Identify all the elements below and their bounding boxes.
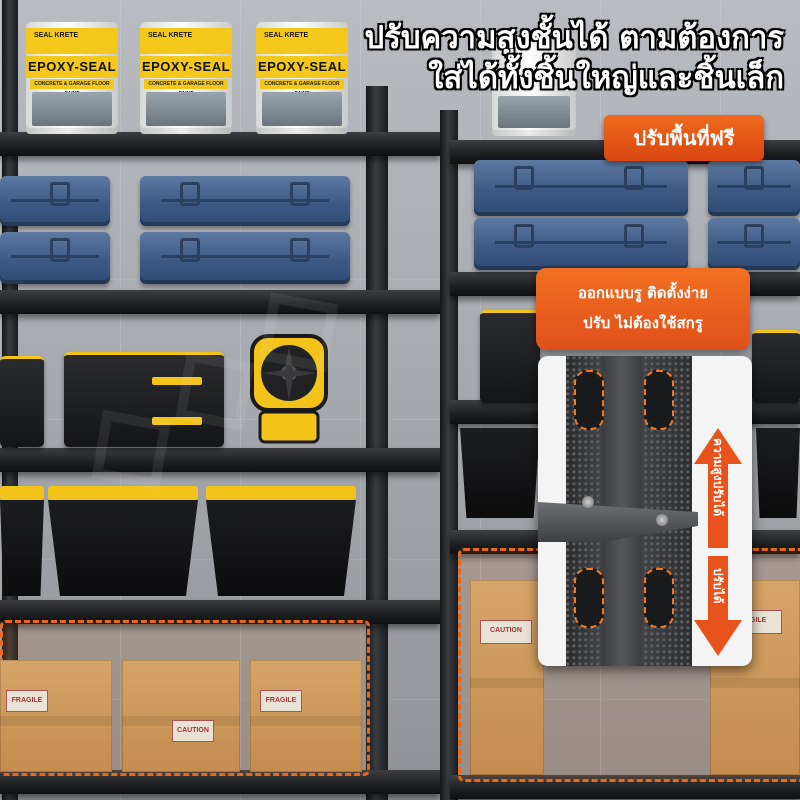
storage-bin (0, 500, 44, 596)
can-picture (262, 92, 342, 126)
blue-case (0, 176, 110, 226)
box-sticker: FRAGILE (260, 690, 302, 712)
tool-box (480, 310, 540, 403)
paint-can: SEAL KRETE EPOXY-SEAL CONCRETE & GARAGE … (26, 22, 118, 134)
detail-inset: ความสูงปรับได้ ปรับได้ (538, 356, 752, 666)
can-picture (32, 92, 112, 126)
keyhole-slot (574, 568, 604, 628)
tool-box (0, 356, 44, 447)
can-brand: EPOXY-SEAL (140, 56, 232, 78)
box-sticker: CAUTION (480, 620, 532, 644)
easy-install-callout: ออกแบบรู ติดตั้งง่าย ปรับ ไม่ต้องใช้สกรู (536, 268, 750, 350)
storage-bin (756, 428, 800, 518)
storage-bin (206, 500, 356, 596)
tool-box (752, 330, 800, 403)
paint-can: SEAL KRETE EPOXY-SEAL CONCRETE & GARAGE … (256, 22, 348, 134)
blue-case (140, 232, 350, 284)
arrow-down-icon (694, 556, 742, 656)
headline-line-1: ปรับความสูงชั้นได้ ตามต้องการ (364, 20, 784, 56)
can-brand: EPOXY-SEAL (256, 56, 348, 78)
blue-case (474, 160, 688, 216)
can-label-top: SEAL KRETE (148, 32, 193, 39)
tool-box (64, 352, 224, 447)
cardboard-box: FRAGILE (0, 660, 112, 772)
bin-lid (0, 486, 44, 500)
keyhole-slot (574, 370, 604, 430)
free-space-badge: ปรับพื้นที่ฟรี (604, 115, 764, 161)
blue-case (708, 160, 800, 216)
can-picture (146, 92, 226, 126)
work-fan (246, 330, 332, 446)
bolt (582, 496, 594, 508)
shelf-post (440, 110, 458, 800)
can-sub: CONCRETE & GARAGE FLOOR PAINT (144, 79, 228, 97)
bin-lid (48, 486, 198, 500)
blue-case (708, 218, 800, 270)
storage-bin (48, 500, 198, 596)
box-sticker: CAUTION (172, 720, 214, 742)
up-arrow-text: ความสูงปรับได้ (711, 438, 725, 517)
paint-can: SEAL KRETE EPOXY-SEAL CONCRETE & GARAGE … (140, 22, 232, 134)
bin-lid (206, 486, 356, 500)
callout-line-2: ปรับ ไม่ต้องใช้สกรู (583, 314, 703, 332)
paint-can (492, 40, 576, 136)
shelf-beam (0, 290, 440, 314)
keyhole-slot (644, 568, 674, 628)
can-sub: CONCRETE & GARAGE FLOOR PAINT (30, 79, 114, 97)
cardboard-box: FRAGILE (250, 660, 362, 772)
can-label-top: SEAL KRETE (264, 32, 309, 39)
blue-case (474, 218, 688, 270)
callout-line-1: ออกแบบรู ติดตั้งง่าย (577, 284, 709, 302)
can-sub: CONCRETE & GARAGE FLOOR PAINT (260, 79, 344, 97)
box-sticker: FRAGILE (6, 690, 48, 712)
can-brand: EPOXY-SEAL (26, 56, 118, 78)
keyhole-slot (644, 370, 674, 430)
shelf-beam (0, 132, 440, 156)
cardboard-box: CAUTION (122, 660, 240, 772)
down-arrow-text: ปรับได้ (711, 568, 725, 604)
can-picture (498, 96, 570, 128)
storage-bin (460, 428, 540, 518)
shelf-beam (0, 448, 440, 472)
arrow-up-icon (694, 428, 742, 548)
bolt (656, 514, 668, 526)
blue-case (140, 176, 350, 226)
shelf-left: SEAL KRETE EPOXY-SEAL CONCRETE & GARAGE … (0, 0, 440, 800)
headline-line-2: ใส่ได้ทั้งชิ้นใหญ่และชิ้นเล็ก (428, 60, 784, 96)
can-label-top: SEAL KRETE (34, 32, 79, 39)
headline: ปรับความสูงชั้นได้ ตามต้องการ ใส่ได้ทั้ง… (365, 18, 784, 98)
cardboard-box: CAUTION (470, 580, 544, 775)
blue-case (0, 232, 110, 284)
